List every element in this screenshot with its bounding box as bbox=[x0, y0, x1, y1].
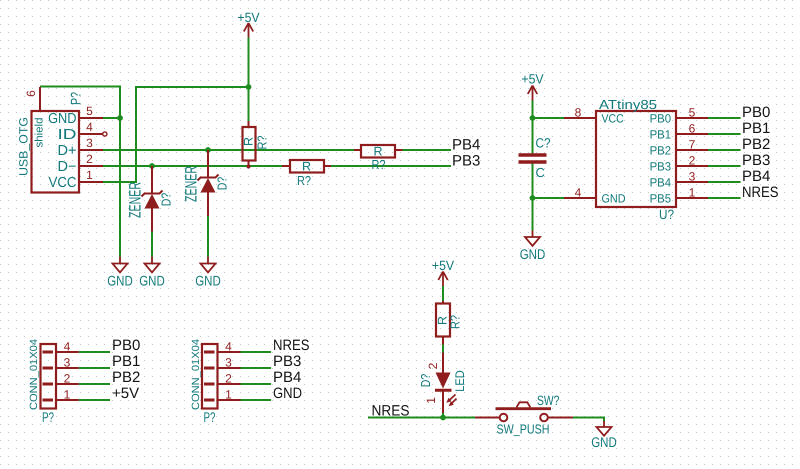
svg-text:R: R bbox=[302, 160, 311, 174]
svg-text:ID: ID bbox=[58, 127, 77, 143]
svg-text:R?: R? bbox=[448, 315, 463, 329]
svg-text:PB1: PB1 bbox=[650, 128, 672, 142]
svg-text:SW_PUSH: SW_PUSH bbox=[497, 422, 550, 437]
svg-text:R: R bbox=[436, 316, 450, 325]
svg-text:1: 1 bbox=[689, 186, 696, 200]
svg-text:D?: D? bbox=[215, 177, 230, 191]
svg-text:2: 2 bbox=[86, 152, 93, 166]
svg-text:R: R bbox=[373, 145, 382, 159]
svg-text:R?: R? bbox=[372, 157, 386, 172]
svg-text:PB3: PB3 bbox=[452, 153, 480, 170]
svg-text:shield: shield bbox=[34, 118, 46, 148]
svg-text:2: 2 bbox=[689, 154, 696, 168]
svg-text:+5V: +5V bbox=[432, 258, 454, 273]
svg-text:GND: GND bbox=[520, 246, 546, 262]
svg-text:CONN_01X04: CONN_01X04 bbox=[190, 339, 202, 410]
svg-text:D?: D? bbox=[159, 193, 174, 207]
svg-text:D+: D+ bbox=[58, 143, 77, 159]
svg-text:5: 5 bbox=[86, 104, 93, 118]
svg-text:PB4: PB4 bbox=[452, 137, 480, 154]
svg-text:R: R bbox=[242, 137, 256, 146]
svg-text:PB5: PB5 bbox=[650, 192, 672, 206]
svg-text:USB_OTG: USB_OTG bbox=[17, 117, 31, 176]
svg-text:GND: GND bbox=[273, 385, 302, 402]
svg-text:R?: R? bbox=[255, 136, 270, 150]
svg-text:3: 3 bbox=[86, 136, 93, 150]
svg-text:8: 8 bbox=[575, 106, 582, 120]
svg-text:PB4: PB4 bbox=[742, 168, 770, 185]
svg-text:C: C bbox=[536, 165, 545, 180]
svg-text:2: 2 bbox=[426, 362, 440, 369]
svg-text:ZENER: ZENER bbox=[183, 166, 201, 202]
svg-text:GND: GND bbox=[602, 192, 626, 206]
svg-text:3: 3 bbox=[689, 170, 696, 184]
svg-text:PB4: PB4 bbox=[273, 369, 301, 386]
svg-text:GND: GND bbox=[195, 273, 221, 289]
svg-text:SW?: SW? bbox=[537, 393, 559, 408]
svg-text:GND: GND bbox=[591, 434, 617, 450]
svg-text:U?: U? bbox=[659, 207, 674, 222]
svg-text:GND: GND bbox=[107, 273, 133, 289]
svg-text:ATtiny85: ATtiny85 bbox=[599, 97, 657, 112]
svg-text:PB0: PB0 bbox=[742, 104, 770, 121]
svg-text:D−: D− bbox=[58, 159, 77, 175]
svg-text:PB3: PB3 bbox=[273, 353, 301, 370]
svg-text:NRES: NRES bbox=[372, 403, 410, 420]
svg-text:1: 1 bbox=[64, 388, 71, 402]
svg-text:PB0: PB0 bbox=[112, 337, 140, 354]
svg-text:P?: P? bbox=[204, 409, 216, 425]
svg-text:4: 4 bbox=[575, 186, 582, 200]
svg-text:ZENER: ZENER bbox=[127, 182, 145, 218]
svg-text:3: 3 bbox=[225, 356, 232, 370]
svg-text:4: 4 bbox=[225, 340, 232, 354]
svg-text:C?: C? bbox=[536, 136, 551, 151]
svg-text:PB1: PB1 bbox=[112, 353, 140, 370]
svg-text:7: 7 bbox=[689, 138, 696, 152]
svg-text:PB3: PB3 bbox=[742, 152, 770, 169]
svg-text:5: 5 bbox=[689, 106, 696, 120]
svg-text:P?: P? bbox=[68, 92, 84, 105]
svg-text:CONN_01X04: CONN_01X04 bbox=[28, 339, 40, 410]
svg-text:NRES: NRES bbox=[273, 337, 310, 354]
svg-text:VCC: VCC bbox=[49, 175, 77, 191]
svg-text:3: 3 bbox=[64, 356, 71, 370]
svg-text:6: 6 bbox=[689, 122, 696, 136]
svg-text:D?: D? bbox=[418, 374, 433, 388]
svg-text:LED: LED bbox=[453, 370, 467, 392]
svg-text:PB1: PB1 bbox=[742, 120, 770, 137]
svg-text:PB2: PB2 bbox=[742, 136, 770, 153]
svg-text:PB0: PB0 bbox=[650, 112, 672, 126]
svg-text:PB2: PB2 bbox=[650, 144, 672, 158]
svg-text:GND: GND bbox=[48, 111, 76, 127]
svg-text:+5V: +5V bbox=[521, 72, 543, 87]
svg-text:+5V: +5V bbox=[112, 385, 139, 402]
svg-text:2: 2 bbox=[64, 372, 71, 386]
svg-text:4: 4 bbox=[86, 120, 93, 134]
svg-text:GND: GND bbox=[139, 273, 165, 289]
svg-text:P?: P? bbox=[42, 409, 54, 425]
svg-text:PB3: PB3 bbox=[650, 160, 672, 174]
svg-text:1: 1 bbox=[424, 397, 438, 404]
svg-text:VCC: VCC bbox=[602, 112, 624, 126]
svg-text:PB4: PB4 bbox=[650, 176, 672, 190]
svg-text:NRES: NRES bbox=[742, 184, 779, 201]
svg-text:4: 4 bbox=[64, 340, 71, 354]
svg-text:6: 6 bbox=[24, 90, 38, 97]
svg-text:2: 2 bbox=[225, 372, 232, 386]
svg-text:1: 1 bbox=[225, 388, 232, 402]
svg-text:1: 1 bbox=[86, 168, 93, 182]
svg-text:+5V: +5V bbox=[237, 10, 259, 25]
svg-text:PB2: PB2 bbox=[112, 369, 140, 386]
svg-text:R?: R? bbox=[297, 173, 311, 188]
